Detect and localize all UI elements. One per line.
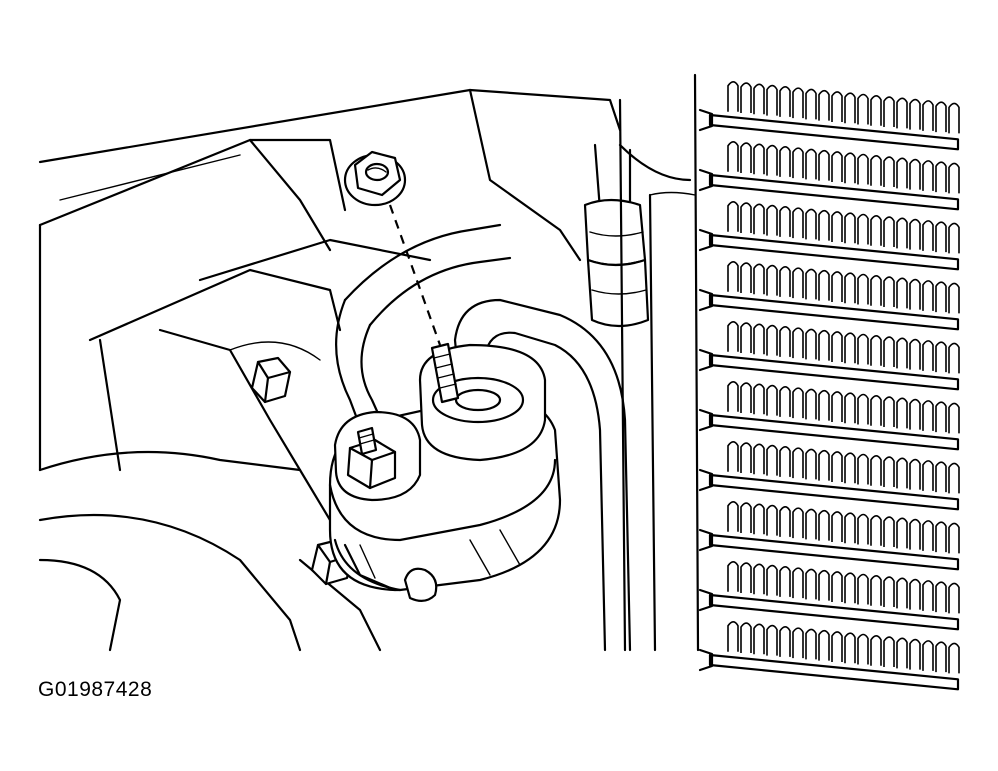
condenser-tank-notch: [698, 468, 714, 492]
lower-bracket: [38, 328, 382, 652]
condenser-tank-notch: [698, 528, 714, 552]
condenser-tank-notch: [698, 288, 714, 312]
condenser-tube: [708, 653, 960, 691]
condenser-side-tank: [618, 73, 700, 652]
condenser-tube: [708, 293, 960, 331]
condenser-fin-row: [727, 440, 960, 494]
condenser-tube: [708, 473, 960, 511]
condenser-fin-row: [727, 500, 960, 554]
side-bolt-icon: [250, 356, 292, 404]
flange-nut-icon: [343, 150, 407, 207]
condenser-tube: [708, 353, 960, 391]
condenser-fin-row: [727, 260, 960, 314]
condenser-fin-row: [727, 560, 960, 614]
condenser-tank-notch: [698, 648, 714, 672]
condenser-tube: [708, 113, 960, 151]
condenser-tank-notch: [698, 408, 714, 432]
condenser-fin-row: [727, 200, 960, 254]
condenser-tank-notch: [698, 108, 714, 132]
condenser-tank-notch: [698, 588, 714, 612]
threaded-stud-icon: [430, 342, 460, 404]
condenser-tube: [708, 173, 960, 211]
condenser-fin-row: [727, 80, 960, 134]
condenser-fin-row: [727, 140, 960, 194]
condenser-tank-notch: [698, 228, 714, 252]
condenser-tube: [708, 533, 960, 571]
condenser-tube: [708, 413, 960, 451]
condenser-core: [698, 80, 960, 691]
condenser-tube: [708, 593, 960, 631]
left-refrigerant-pipe: [335, 223, 512, 442]
installed-nut-icon: [346, 426, 397, 490]
upper-body-panel: [38, 88, 622, 472]
condenser-fin-row: [727, 380, 960, 434]
condenser-tank-notch: [698, 348, 714, 372]
condenser-fin-row: [727, 620, 960, 674]
condenser-fin-row: [727, 320, 960, 374]
condenser-tank-notch: [698, 168, 714, 192]
figure-code: G01987428: [38, 678, 153, 701]
alignment-dashed-line: [388, 204, 442, 346]
right-refrigerant-pipe: [453, 298, 632, 652]
condenser-tube: [708, 233, 960, 271]
condenser-hose: [583, 143, 650, 328]
